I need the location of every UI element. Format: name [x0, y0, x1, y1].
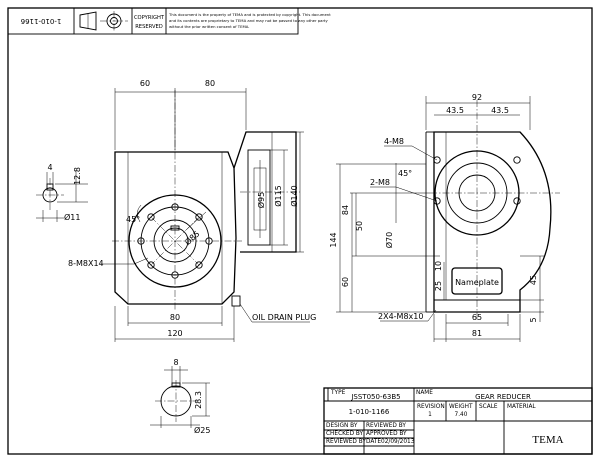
- tb-weight-value: 7.40: [455, 412, 468, 418]
- tb-checked-by-label: CHECKED BY: [326, 431, 364, 437]
- side-dim-60: 60: [341, 277, 350, 287]
- side-dim-43-5-left: 43.5: [446, 106, 464, 115]
- side-dim-81: 81: [472, 329, 482, 338]
- side-dim-25: 25: [434, 281, 443, 291]
- side-dim-43-5-right: 43.5: [491, 106, 509, 115]
- tb-company-logo: TEMA: [532, 434, 563, 446]
- side-dim-84: 84: [341, 205, 350, 215]
- tb-part-number: 1-010-1166: [349, 408, 390, 416]
- tb-material-label: MATERIAL: [507, 404, 536, 410]
- dim-80-top: 80: [205, 79, 215, 88]
- side-dim-45: 45: [529, 275, 538, 285]
- side-dim-50: 50: [355, 221, 364, 231]
- side-holes-2m8: 2-M8: [370, 178, 390, 187]
- side-dia-70: Ø70: [384, 232, 394, 248]
- reserved-label: RESERVED: [135, 24, 163, 30]
- tb-type-value: JSST050-63B5: [350, 393, 400, 401]
- tb-reviewed-by-label: REVIEWED BY: [326, 439, 366, 445]
- side-angle-45: 45°: [398, 169, 412, 178]
- tb-design-by-label: DESIGN BY: [326, 423, 358, 429]
- tb-reviewed-by-2-label: REVIEWED BY: [366, 423, 406, 429]
- dim-dia-95: Ø95: [256, 192, 266, 208]
- dim-dia-140: Ø140: [289, 185, 299, 207]
- tb-date-value: 02/09/2013: [381, 439, 415, 445]
- tb-type-label: TYPE: [330, 390, 346, 396]
- header-strip: 1-010-1166 COPYRIGHT RESERVED This docum…: [7, 7, 331, 35]
- tb-name-label: NAME: [416, 390, 433, 396]
- tb-weight-label: WEIGHT: [449, 404, 473, 410]
- title-block: TYPE JSST050-63B5 NAME GEAR REDUCER 1-01…: [323, 387, 593, 455]
- tb-revision-label: REVISION: [417, 404, 445, 410]
- tb-approved-by-label: APPROVED BY: [366, 431, 407, 437]
- shaft-dim-4: 4: [47, 163, 52, 172]
- side-dim-92: 92: [472, 93, 482, 102]
- dim-80-bottom: 80: [170, 313, 180, 322]
- side-bolt-holes: [433, 156, 521, 205]
- side-foot-holes: 2X4-M8x10: [378, 312, 423, 321]
- drain-plug-shape: [231, 295, 241, 307]
- copyright-label: COPYRIGHT: [134, 15, 165, 21]
- side-dim-5: 5: [529, 317, 538, 322]
- oil-drain-plug-label: OIL DRAIN PLUG: [252, 313, 316, 322]
- copyright-notice-line-2: and its contents are proprietary to TEMA…: [169, 18, 329, 23]
- shaft-dia-11: Ø11: [64, 212, 80, 222]
- side-housing-outline: [433, 131, 552, 313]
- tb-scale-label: SCALE: [479, 404, 498, 410]
- side-holes-4m8: 4-M8: [384, 137, 404, 146]
- side-dim-144: 144: [329, 232, 338, 247]
- side-dim-65: 65: [472, 313, 482, 322]
- dim-60-top: 60: [140, 79, 150, 88]
- copyright-notice-line-1: This document is the property of TEMA an…: [168, 12, 331, 17]
- shaft-detail: 12.8 4 Ø11: [36, 163, 88, 222]
- front-view: 60 80 80 120 Ø95 Ø115 Ø140 Ø85 45° 8-M8X…: [68, 79, 316, 342]
- dim-dia-115: Ø115: [273, 185, 283, 207]
- bore-dim-28-3: 28.3: [194, 391, 203, 409]
- side-view: Nameplate 92 43.5 43.5 4-M8 2-M8 45° 144…: [329, 93, 560, 342]
- header-drawing-number: 1-010-1166: [20, 17, 61, 25]
- side-dim-10: 10: [434, 261, 443, 271]
- bore-dim-8: 8: [173, 358, 178, 367]
- nameplate-box: [451, 267, 503, 295]
- front-holes-label: 8-M8X14: [68, 259, 104, 268]
- shaft-dim-12-8: 12.8: [73, 167, 82, 185]
- projection-symbol-icon: [79, 11, 128, 31]
- drawing-border: [7, 7, 593, 455]
- copyright-notice-line-3: without the prior written consent of TEM…: [169, 24, 250, 29]
- tb-revision-value: 1: [428, 412, 432, 418]
- dim-dia-85: Ø85: [183, 229, 202, 247]
- front-housing-outline: [114, 151, 237, 305]
- tb-name-value: GEAR REDUCER: [475, 393, 531, 401]
- bore-detail: 8 28.3 Ø25: [150, 358, 210, 435]
- nameplate-label: Nameplate: [455, 278, 499, 287]
- front-angle-45: 45°: [126, 215, 140, 224]
- bore-dia-25: Ø25: [194, 425, 210, 435]
- dim-120-bottom: 120: [167, 329, 182, 338]
- tb-date-label: DATE: [366, 439, 381, 445]
